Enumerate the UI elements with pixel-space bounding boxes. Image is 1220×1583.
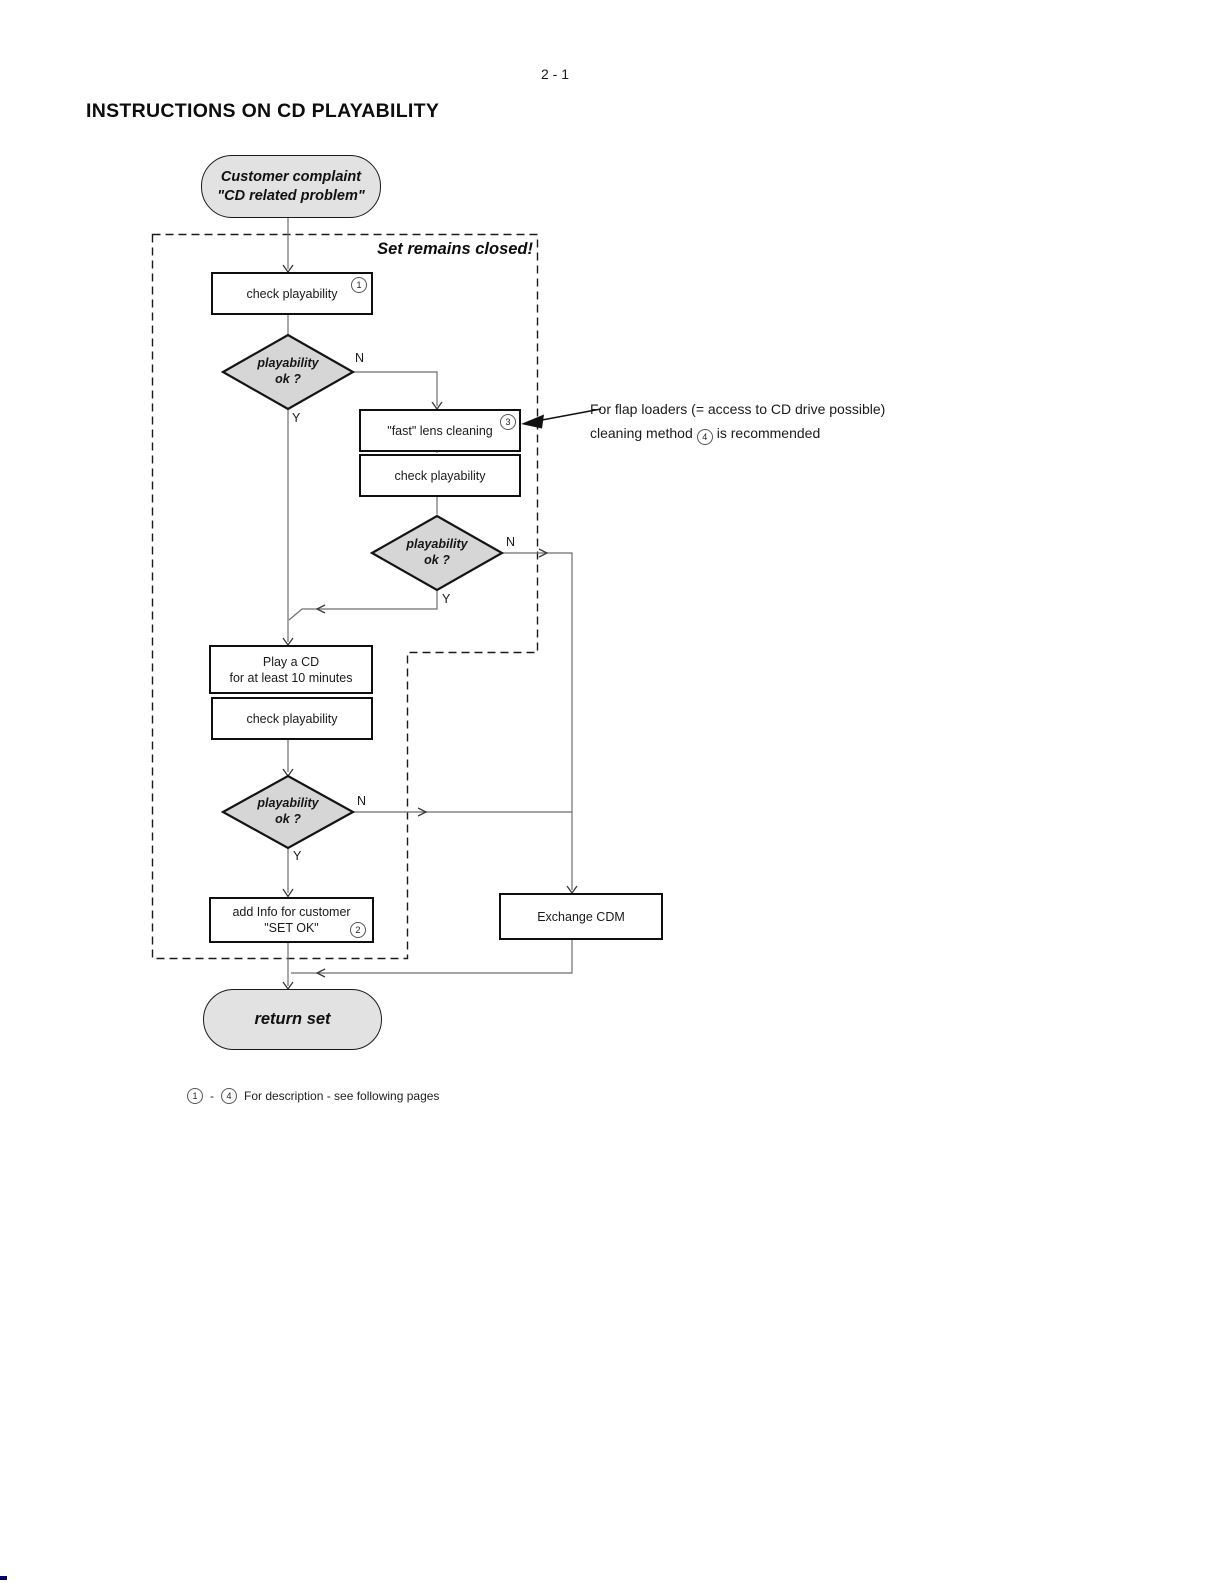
footnote-text: For description - see following pages (244, 1089, 440, 1103)
footnote-badge-to: 4 (221, 1088, 237, 1104)
start-line2: "CD related problem" (217, 187, 365, 204)
process-label: Exchange CDM (537, 909, 625, 924)
step-badge-1: 1 (351, 277, 367, 293)
decision1-yes-label: Y (292, 411, 301, 425)
step-badge-4: 4 (696, 429, 713, 445)
decision2-label: playability ok ? (381, 537, 493, 568)
footnote-separator: - (210, 1089, 214, 1103)
end-terminator: return set (203, 989, 382, 1050)
decision3-diamond (220, 774, 356, 850)
decision3-label: playability ok ? (232, 796, 344, 827)
start-line1: Customer complaint (220, 168, 362, 185)
decision2-line2: ok ? (424, 552, 450, 567)
annotation-note: For flap loaders (= access to CD drive p… (590, 397, 885, 445)
page-edge-artifact (0, 1576, 7, 1580)
process-check-playability-2: check playability (359, 454, 521, 497)
decision3-no-label: N (357, 794, 367, 808)
decision2-no-label: N (506, 535, 516, 549)
arrowhead-into-addinfo (282, 888, 294, 898)
start-terminator: Customer complaint "CD related problem" (201, 155, 381, 218)
process-line2: for at least 10 minutes (229, 670, 353, 685)
process-exchange-cdm: Exchange CDM (499, 893, 663, 940)
decision3-line2: ok ? (275, 811, 301, 826)
end-label: return set (254, 1010, 331, 1028)
arrowhead-mid-decision2-no (538, 548, 549, 558)
decision1-no-label: N (355, 351, 365, 365)
annotation-line1: For flap loaders (= access to CD drive p… (590, 401, 886, 417)
decision1-label: playability ok ? (232, 356, 344, 387)
connectors (287, 217, 573, 986)
decision2-line1: playability (406, 537, 468, 551)
region-label: Set remains closed! (377, 240, 533, 258)
decision1-diamond (220, 333, 356, 411)
process-fast-lens-cleaning: "fast" lens cleaning 3 (359, 409, 521, 452)
decision1-line2: ok ? (275, 371, 301, 386)
decision2-yes-label: Y (442, 592, 451, 606)
process-label: check playability (246, 711, 338, 726)
annotation-arrow (521, 408, 602, 429)
set-remains-closed-region-border (151, 233, 539, 960)
decision3-yes-label: Y (293, 849, 302, 863)
annotation-line2-post: is recommended (716, 425, 821, 441)
decision2-diamond (369, 514, 505, 592)
connector-decision1-no (353, 371, 438, 406)
step-badge-2: 2 (350, 922, 366, 938)
footnote-badge-from: 1 (187, 1088, 203, 1104)
process-line1: add Info for customer (232, 905, 351, 919)
process-add-info: add Info for customer "SET OK" 2 (209, 897, 374, 943)
page-title: INSTRUCTIONS ON CD PLAYABILITY (86, 100, 440, 122)
process-check-playability-3: check playability (211, 697, 373, 740)
process-line2: "SET OK" (264, 921, 319, 935)
process-play-cd: Play a CD for at least 10 minutes (209, 645, 373, 694)
step-badge-3: 3 (500, 414, 516, 430)
arrowhead-mid-exchange-return (315, 968, 326, 978)
footnote: 1 - 4 For description - see following pa… (187, 1088, 439, 1104)
process-label: check playability (246, 286, 338, 301)
process-check-playability-1: check playability 1 (211, 272, 373, 315)
connector-decision2-yes-return (288, 590, 438, 621)
arrowhead-mid-decision3-no (417, 807, 428, 817)
connector-decision2-no (502, 552, 573, 890)
page-number: 2 - 1 (541, 66, 570, 82)
process-label: "fast" lens cleaning (387, 423, 493, 438)
process-line1: Play a CD (262, 654, 320, 669)
decision-shapes (220, 333, 505, 850)
annotation-line2-pre: cleaning method (590, 425, 693, 441)
annotation-arrowhead (521, 414, 544, 429)
decision3-line1: playability (257, 796, 319, 810)
arrowhead-mid-yes-return (315, 604, 326, 614)
annotation-arrow-line (541, 408, 602, 421)
connector-exchange-to-end (291, 936, 573, 974)
decision1-line1: playability (257, 356, 319, 370)
process-label: check playability (394, 468, 486, 483)
